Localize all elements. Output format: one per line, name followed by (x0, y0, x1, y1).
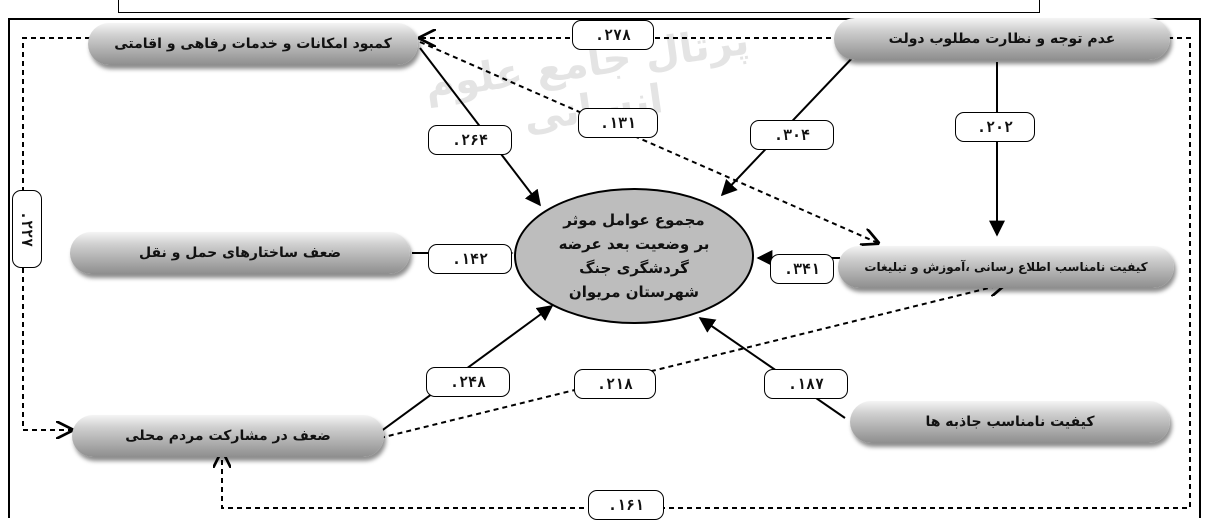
node-facilities: کمبود امکانات و خدمات رفاهی و اقامتی (88, 23, 418, 65)
coef-gov-information: .۲۰۲ (955, 112, 1035, 142)
coef-facilities-information: .۱۳۱ (578, 108, 658, 138)
coef-participation-information: .۲۱۸ (574, 369, 656, 399)
node-attractions: کیفیت نامناسب جاذبه ها (850, 401, 1170, 443)
coef-attractions-participation: .۱۶۱ (588, 490, 664, 520)
node-information-label: کیفیت نامناسب اطلاع رسانی ،آموزش و تبلیغ… (864, 260, 1148, 274)
coef-gov-facilities: .۲۷۸ (572, 20, 654, 50)
arrow-facilities-information (419, 41, 878, 243)
node-information: کیفیت نامناسب اطلاع رسانی ،آموزش و تبلیغ… (838, 246, 1174, 288)
node-government: عدم توجه و نظارت مطلوب دولت (834, 18, 1170, 60)
coef-information-center: .۳۴۱ (770, 254, 834, 284)
coef-gov-center: .۳۰۴ (750, 120, 834, 150)
node-attractions-label: کیفیت نامناسب جاذبه ها (925, 414, 1095, 430)
top-table-strip (118, 0, 1040, 13)
diagram-frame (8, 18, 1201, 518)
coef-gov-participation: .۲۲۷ (12, 190, 42, 268)
arrow-attractions-center (698, 317, 846, 419)
node-transport-label: ضعف ساختارهای حمل و نقل (138, 245, 342, 261)
center-outcome-label: مجموع عوامل موثر بر وضعیت بعد عرضه گردشگ… (558, 211, 710, 301)
coef-attractions-center: .۱۸۷ (764, 369, 848, 399)
node-transport: ضعف ساختارهای حمل و نقل (70, 232, 410, 274)
coef-facilities-center: .۲۶۴ (428, 125, 512, 155)
node-participation-label: ضعف در مشارکت مردم محلی (125, 428, 331, 444)
coef-participation-center: .۲۴۸ (426, 367, 510, 397)
center-outcome-ellipse: مجموع عوامل موثر بر وضعیت بعد عرضه گردشگ… (514, 188, 754, 324)
node-participation: ضعف در مشارکت مردم محلی (72, 415, 384, 457)
coef-transport-center: .۱۴۲ (428, 244, 512, 274)
arrow-attractions-participation (222, 37, 1191, 509)
node-government-label: عدم توجه و نظارت مطلوب دولت (888, 31, 1116, 47)
node-facilities-label: کمبود امکانات و خدمات رفاهی و اقامتی (114, 36, 392, 52)
